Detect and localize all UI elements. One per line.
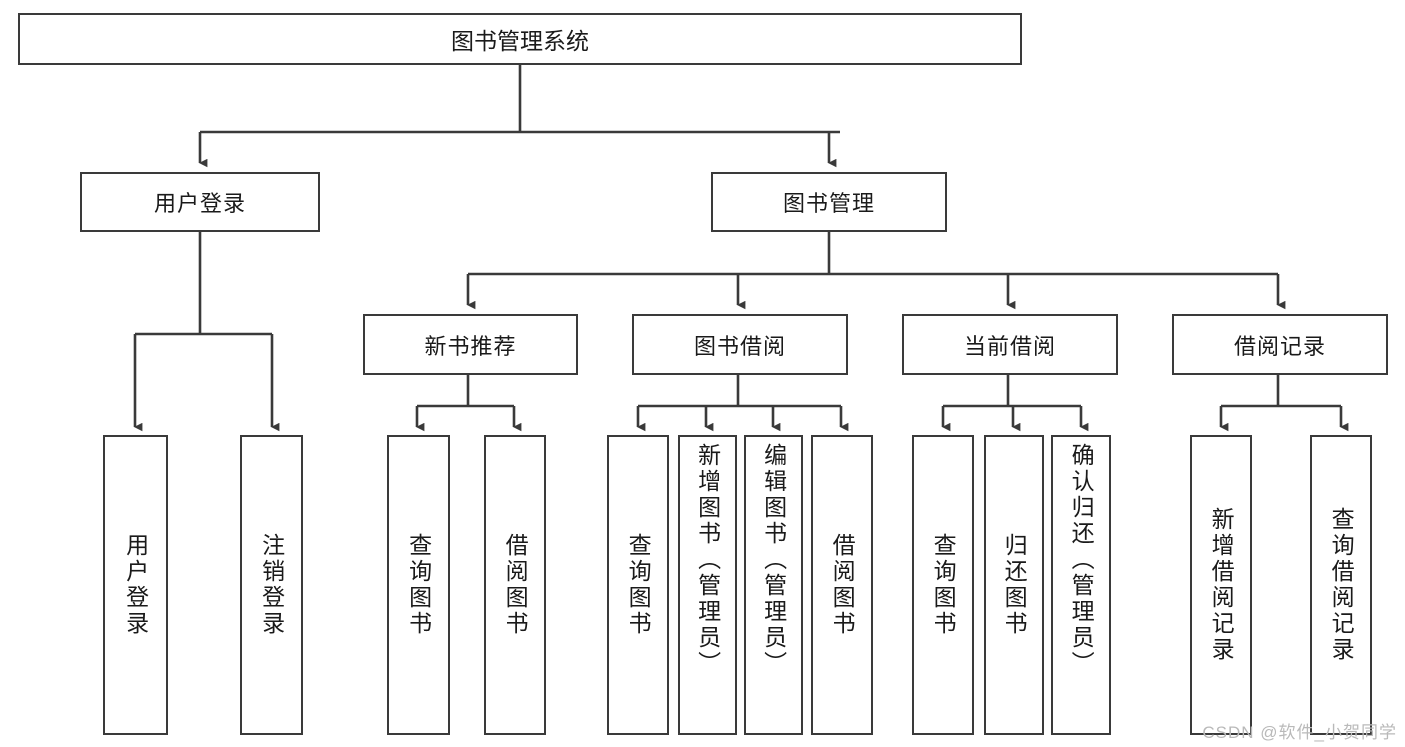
node-leaf-user-login[interactable]: 用户登录 [103,435,168,735]
node-leaf-edit-book-label: 编辑图书（管理员） [760,443,787,677]
node-leaf-borrow-book-2[interactable]: 借阅图书 [811,435,873,735]
node-book-borrow-label: 图书借阅 [693,333,786,359]
node-leaf-add-book-label: 新增图书（管理员） [694,443,721,677]
node-root[interactable]: 图书管理系统 [18,13,1022,65]
node-leaf-return-book-label: 归还图书 [1001,533,1028,637]
node-new-book-rec[interactable]: 新书推荐 [363,314,578,375]
node-current-borrow-label: 当前借阅 [963,333,1056,359]
node-leaf-logout[interactable]: 注销登录 [240,435,303,735]
node-leaf-confirm-return[interactable]: 确认归还（管理员） [1051,435,1111,735]
node-leaf-query-book-2-label: 查询图书 [625,533,652,637]
node-leaf-query-book-1[interactable]: 查询图书 [387,435,450,735]
node-leaf-query-record[interactable]: 查询借阅记录 [1310,435,1372,735]
node-user-login[interactable]: 用户登录 [80,172,320,232]
node-leaf-logout-label: 注销登录 [258,533,285,637]
node-leaf-query-book-3-label: 查询图书 [930,533,957,637]
node-new-book-rec-label: 新书推荐 [424,333,517,359]
node-leaf-borrow-book-2-label: 借阅图书 [829,533,856,637]
node-leaf-add-record[interactable]: 新增借阅记录 [1190,435,1252,735]
node-leaf-query-record-label: 查询借阅记录 [1328,507,1355,663]
node-leaf-add-book[interactable]: 新增图书（管理员） [678,435,737,735]
node-book-manage-label: 图书管理 [782,191,875,216]
node-book-borrow[interactable]: 图书借阅 [632,314,848,375]
node-leaf-edit-book[interactable]: 编辑图书（管理员） [744,435,803,735]
node-borrow-record-label: 借阅记录 [1233,333,1326,359]
node-book-manage[interactable]: 图书管理 [711,172,947,232]
node-leaf-query-book-1-label: 查询图书 [405,533,432,637]
node-leaf-query-book-3[interactable]: 查询图书 [912,435,974,735]
node-leaf-user-login-label: 用户登录 [122,533,149,637]
node-leaf-confirm-return-label: 确认归还（管理员） [1068,443,1095,677]
node-root-label: 图书管理系统 [451,28,589,54]
node-leaf-query-book-2[interactable]: 查询图书 [607,435,669,735]
node-current-borrow[interactable]: 当前借阅 [902,314,1118,375]
node-leaf-borrow-book-1[interactable]: 借阅图书 [484,435,546,735]
watermark: CSDN @软件_小贺同学 [1202,723,1397,742]
node-leaf-borrow-book-1-label: 借阅图书 [502,533,529,637]
node-leaf-return-book[interactable]: 归还图书 [984,435,1044,735]
node-borrow-record[interactable]: 借阅记录 [1172,314,1388,375]
node-user-login-label: 用户登录 [153,191,246,216]
node-leaf-add-record-label: 新增借阅记录 [1208,507,1235,663]
